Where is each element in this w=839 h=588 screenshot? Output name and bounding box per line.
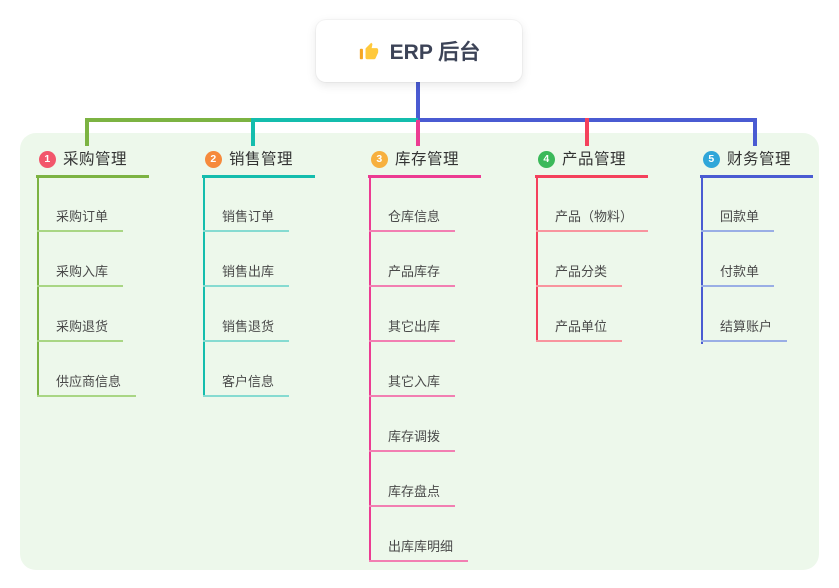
branch-purchase: 1 采购管理 采购订单 采购入库 采购退货 供应商信息 — [36, 149, 149, 397]
root-label: ERP 后台 — [389, 41, 481, 64]
child-topic[interactable]: 销售订单 — [203, 208, 290, 232]
branch-number-badge: 4 — [538, 151, 555, 168]
root-trunk-line — [416, 82, 420, 120]
thumbs-up-icon — [359, 42, 378, 60]
branch-number-badge: 2 — [205, 151, 222, 168]
child-topic[interactable]: 其它出库 — [369, 318, 456, 342]
child-topic[interactable]: 结算账户 — [701, 318, 788, 342]
child-topic[interactable]: 库存盘点 — [369, 483, 456, 507]
child-topic[interactable]: 采购退货 — [37, 318, 124, 342]
child-topic[interactable]: 产品（物料） — [536, 208, 649, 232]
branch-label: 库存管理 — [395, 151, 460, 168]
child-topic[interactable]: 回款单 — [701, 208, 775, 232]
branch-connector-line — [536, 178, 538, 342]
branch-drop-line-2 — [251, 118, 255, 146]
child-topic[interactable]: 销售退货 — [203, 318, 290, 342]
child-topic[interactable]: 仓库信息 — [369, 208, 456, 232]
branch-title-purchase[interactable]: 1 采购管理 — [36, 149, 149, 178]
branch-drop-line-1 — [85, 118, 89, 146]
branch-number-badge: 5 — [703, 151, 720, 168]
branch-label: 财务管理 — [727, 151, 792, 168]
branch-label: 销售管理 — [229, 151, 294, 168]
branch-panel — [20, 133, 819, 570]
branch-drop-line-5 — [753, 118, 757, 146]
child-topic[interactable]: 采购入库 — [37, 263, 124, 287]
child-topic[interactable]: 产品单位 — [536, 318, 623, 342]
branch-title-product[interactable]: 4 产品管理 — [535, 149, 648, 178]
child-topic[interactable]: 采购订单 — [37, 208, 124, 232]
child-topic[interactable]: 其它入库 — [369, 373, 456, 397]
branch-title-sales[interactable]: 2 销售管理 — [202, 149, 315, 178]
child-topic[interactable]: 付款单 — [701, 263, 775, 287]
branch-label: 采购管理 — [63, 151, 128, 168]
branch-drop-line-4 — [585, 118, 589, 146]
branch-connector-line — [701, 178, 703, 344]
branch-connector-line — [369, 178, 371, 562]
branch-connector-line — [203, 178, 205, 397]
branch-number-badge: 1 — [39, 151, 56, 168]
branch-inventory: 3 库存管理 仓库信息 产品库存 其它出库 其它入库 库存调拨 库存盘点 出库库… — [368, 149, 481, 562]
branch-sales: 2 销售管理 销售订单 销售出库 销售退货 客户信息 — [202, 149, 315, 397]
child-topic[interactable]: 库存调拨 — [369, 428, 456, 452]
root-node[interactable]: ERP 后台 — [316, 20, 522, 82]
branch-title-finance[interactable]: 5 财务管理 — [700, 149, 813, 178]
bus-line-left — [85, 118, 253, 122]
branch-title-inventory[interactable]: 3 库存管理 — [368, 149, 481, 178]
child-topic[interactable]: 销售出库 — [203, 263, 290, 287]
branch-finance: 5 财务管理 回款单 付款单 结算账户 — [700, 149, 813, 344]
branch-label: 产品管理 — [562, 151, 627, 168]
branch-drop-line-3 — [416, 120, 420, 146]
branch-product: 4 产品管理 产品（物料） 产品分类 产品单位 — [535, 149, 649, 342]
child-topic[interactable]: 供应商信息 — [37, 373, 137, 397]
child-topic[interactable]: 出库库明细 — [369, 538, 469, 562]
bus-line-middle — [253, 118, 418, 122]
child-topic[interactable]: 产品库存 — [369, 263, 456, 287]
branch-connector-line — [37, 178, 39, 397]
branch-number-badge: 3 — [371, 151, 388, 168]
child-topic[interactable]: 产品分类 — [536, 263, 623, 287]
child-topic[interactable]: 客户信息 — [203, 373, 290, 397]
